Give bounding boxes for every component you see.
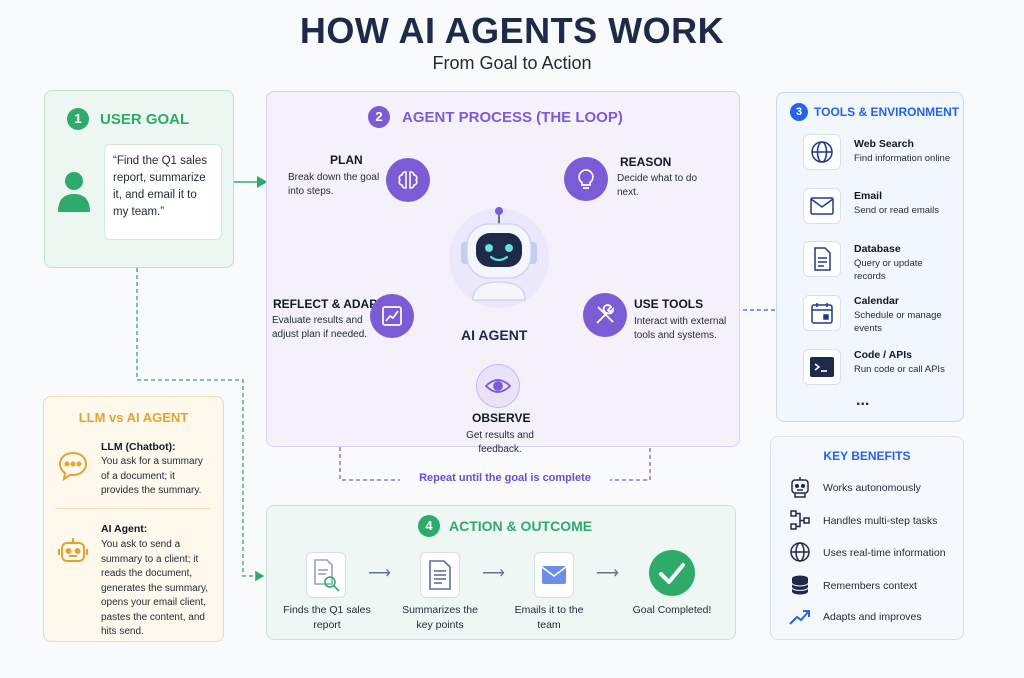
calendar-icon[interactable] [803, 295, 841, 331]
benefits-title: KEY BENEFITS [823, 449, 911, 463]
observe-title: OBSERVE [472, 411, 531, 425]
page-subtitle: From Goal to Action [432, 53, 592, 73]
user-icon [57, 170, 91, 219]
tool-desc: Query or update records [854, 258, 923, 282]
user-goal-title: USER GOAL [100, 111, 190, 128]
benefits-panel [770, 436, 964, 640]
tool-name: Email [854, 190, 883, 202]
benefit-label: Handles multi-step tasks [823, 515, 938, 527]
flow-icon [789, 509, 811, 531]
tools-title: TOOLS & ENVIRONMENT [814, 105, 960, 119]
outcome-arrow-2: ⟶ [482, 565, 505, 582]
chart-icon [370, 294, 414, 338]
summary-icon [420, 552, 460, 598]
outcome-arrow-3: ⟶ [596, 565, 619, 582]
outcome-step-label: Summarizes the key points [402, 604, 478, 631]
agent-desc: You ask to send a summary to a client; i… [101, 539, 209, 637]
tool-name: Database [854, 243, 901, 255]
llm-desc: You ask for a summary of a document; it … [101, 456, 203, 496]
outcome-title: ACTION & OUTCOME [449, 518, 593, 534]
observe-desc: Get results and feedback. [466, 430, 534, 455]
page-title: HOW AI AGENTS WORK [299, 10, 725, 51]
tools-icon [583, 293, 627, 337]
user-goal-quote: “Find the Q1 sales report, summarize it,… [104, 144, 222, 240]
process-number: 2 [368, 106, 390, 128]
tool-name: Code / APIs [854, 349, 912, 361]
repeat-dashed-line [339, 447, 651, 481]
terminal-icon[interactable] [803, 349, 841, 385]
plan-title: PLAN [330, 153, 363, 167]
benefit-label: Uses real-time information [823, 547, 946, 559]
robot-icon [789, 476, 811, 498]
outcome-step-label: Goal Completed! [632, 604, 712, 616]
benefit-label: Adapts and improves [823, 611, 922, 623]
llm-vs-agent-title: LLM vs AI AGENT [78, 410, 189, 425]
llm-divider [55, 508, 211, 509]
robot-icon [443, 200, 555, 317]
reflect-title: REFLECT & ADAPT [273, 297, 385, 311]
tool-name: Web Search [854, 138, 914, 150]
goal-to-outcome-dashed-line [136, 268, 265, 582]
tool-name: Calendar [854, 295, 899, 307]
tool-desc: Schedule or manage events [854, 310, 942, 334]
tools-more: ... [856, 392, 870, 409]
tool-desc: Send or read emails [854, 205, 940, 216]
repeat-label: Repeat until the goal is complete [400, 472, 610, 484]
use-tools-desc: Interact with external tools and systems… [634, 316, 727, 341]
reason-desc: Decide what to do next. [617, 173, 698, 198]
mail-icon[interactable] [803, 188, 841, 224]
user-goal-number: 1 [67, 108, 89, 130]
outcome-arrow-1: ⟶ [368, 565, 391, 582]
document-icon[interactable] [803, 241, 841, 277]
use-tools-title: USE TOOLS [634, 297, 704, 311]
globe-icon[interactable] [803, 134, 841, 170]
robot-icon [57, 536, 89, 573]
outcome-step-label: Emails it to the team [514, 604, 584, 631]
llm-title: LLM (Chatbot): [101, 441, 176, 453]
outcome-step-label: Finds the Q1 sales report [283, 604, 371, 631]
globe-icon [789, 541, 811, 563]
trend-icon [789, 606, 811, 628]
chat-bubble-icon [57, 450, 89, 487]
process-title: AGENT PROCESS (THE LOOP) [402, 109, 623, 126]
tool-desc: Run code or call APIs [854, 364, 945, 375]
tools-number: 3 [790, 103, 808, 121]
search-document-icon [306, 552, 346, 598]
agent-title: AI Agent: [101, 523, 148, 535]
eye-icon [476, 364, 520, 408]
mail-icon [534, 552, 574, 598]
tool-desc: Find information online [854, 153, 951, 164]
reflect-desc: Evaluate results and adjust plan if need… [272, 315, 368, 340]
outcome-number: 4 [418, 515, 440, 537]
reason-title: REASON [620, 155, 672, 169]
checkmark-icon [648, 549, 696, 602]
brain-icon [386, 158, 430, 202]
lightbulb-icon [564, 157, 608, 201]
benefit-label: Works autonomously [823, 482, 921, 494]
database-icon [789, 574, 811, 596]
benefit-label: Remembers context [823, 580, 917, 592]
llm-vs-agent-panel [43, 396, 224, 642]
plan-desc: Break down the goal into steps. [288, 172, 380, 197]
ai-agent-label: AI AGENT [461, 327, 528, 343]
